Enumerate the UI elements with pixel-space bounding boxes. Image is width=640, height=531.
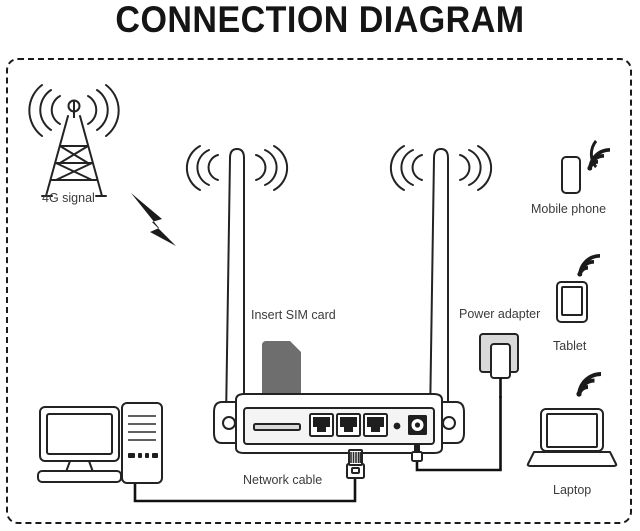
laptop-icon [526, 372, 618, 467]
desktop-pc-icon [37, 402, 163, 484]
router-lan-port-1[interactable] [309, 413, 334, 437]
label-4g-signal: 4G signal [42, 191, 95, 205]
wifi-fan-laptop [576, 372, 601, 397]
wifi-fan-phone [587, 148, 610, 171]
label-tablet: Tablet [553, 339, 587, 353]
router-dc-jack[interactable] [408, 415, 427, 435]
router-lan-port-2[interactable] [336, 413, 361, 437]
label-power-adapter: Power adapter [459, 307, 541, 321]
wifi-fan-tablet [577, 254, 600, 277]
router-icon [235, 393, 443, 454]
tablet-icon [556, 254, 600, 323]
router-lan-port-3[interactable] [363, 413, 388, 437]
mobile-phone-icon [561, 139, 610, 194]
sim-card-icon [262, 341, 301, 397]
power-adapter-icon [479, 333, 519, 398]
router-sim-slot[interactable] [253, 423, 301, 431]
label-mobile-phone: Mobile phone [531, 202, 607, 216]
label-insert-sim-card: Insert SIM card [251, 308, 336, 322]
label-laptop: Laptop [553, 483, 592, 497]
page-title: CONNECTION DIAGRAM [115, 0, 525, 40]
lightning-bolt-icon [131, 193, 176, 246]
rj45-connector-icon [346, 449, 365, 479]
diagram-frame [6, 58, 632, 524]
power-cable [411, 396, 502, 472]
network-cable-wire [133, 449, 365, 503]
router-reset-button[interactable] [393, 422, 401, 430]
dc-barrel-plug-icon [411, 444, 423, 462]
label-network-cable: Network cable [243, 473, 323, 487]
cell-tower-icon [28, 84, 120, 197]
